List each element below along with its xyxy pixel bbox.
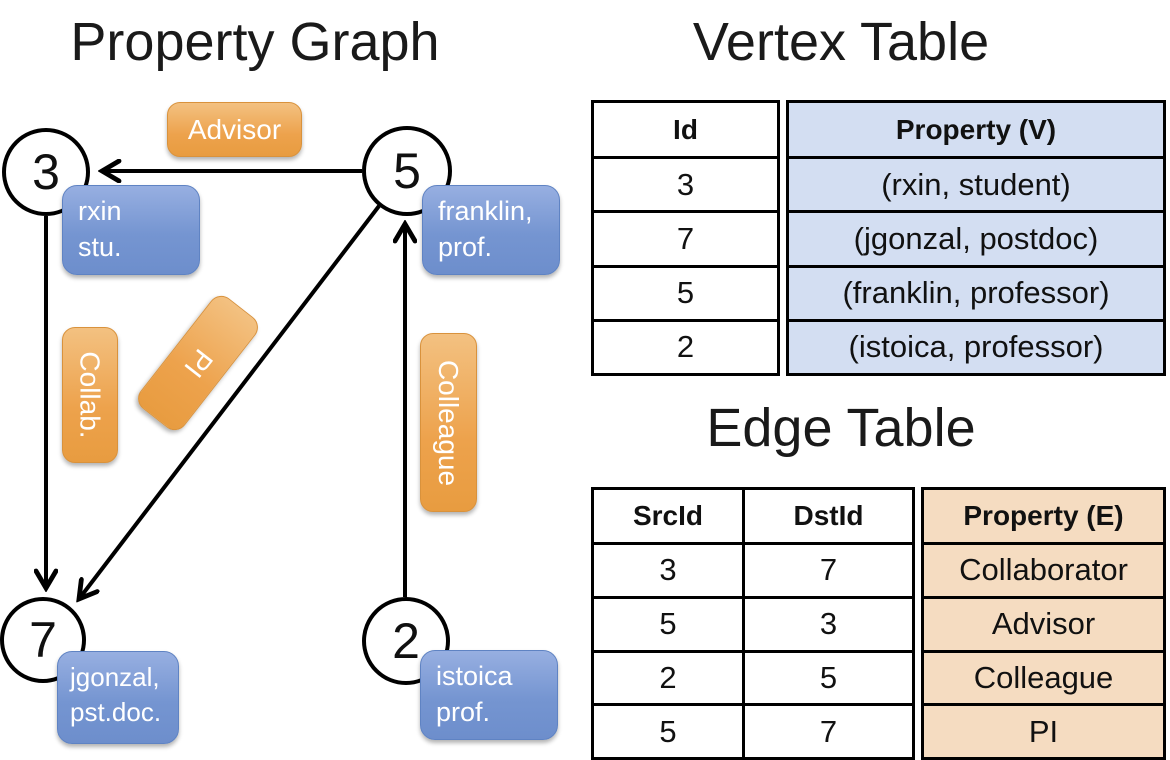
graph-node-5: 5 <box>362 126 452 216</box>
vertex-row-id: 2 <box>594 318 777 373</box>
vertex-row-property: (istoica, professor) <box>789 318 1163 373</box>
edge-row-property: Advisor <box>924 595 1163 650</box>
edge-row-dst: 7 <box>742 703 912 757</box>
vertex-row-property: (jgonzal, postdoc) <box>789 210 1163 265</box>
node-2-property-line2: prof. <box>436 696 491 727</box>
edge-row-dst: 7 <box>742 542 912 596</box>
node-7-id: 7 <box>29 612 57 668</box>
vertex-row-id: 5 <box>594 264 777 319</box>
vertex-table-title: Vertex Table <box>692 12 990 72</box>
graph-node-2: 2 <box>362 597 450 685</box>
edge-row-src: 3 <box>594 542 742 596</box>
edge-label-colleague: Colleague <box>420 333 477 512</box>
edge-row-dst: 3 <box>742 595 912 650</box>
vertex-table-id-column: Id 3 7 5 2 <box>591 100 780 376</box>
vertex-col-header-id: Id <box>673 113 698 145</box>
graph-edges-layer <box>0 0 585 760</box>
property-graph-title: Property Graph <box>70 12 440 72</box>
edge-label-advisor: Advisor <box>167 102 302 157</box>
vertex-col-header-property: Property (V) <box>789 103 1163 156</box>
node-5-property-line1: franklin, <box>438 196 533 226</box>
edge-row-property: Colleague <box>924 649 1163 704</box>
edge-row-src: 2 <box>594 649 742 704</box>
vertex-row-property: (franklin, professor) <box>789 264 1163 319</box>
node-7-property-box: jgonzal, pst.doc. <box>57 651 179 744</box>
node-3-property-line2: stu. <box>78 231 122 262</box>
edge-table-id-columns: SrcId DstId 3 7 5 3 2 5 5 7 <box>591 487 915 760</box>
edge-label-collab: Collab. <box>62 327 118 463</box>
edge-table-title: Edge Table <box>706 398 976 458</box>
node-2-id: 2 <box>392 613 420 669</box>
node-5-property-box: franklin, prof. <box>422 185 560 275</box>
edge-row-src: 5 <box>594 703 742 757</box>
edge-col-header-src: SrcId <box>632 500 704 531</box>
edge-line-pi-5-7 <box>79 204 381 599</box>
vertex-row-id: 3 <box>594 156 777 210</box>
edge-row-dst: 5 <box>742 649 912 704</box>
node-2-property-line1: istoica <box>436 661 513 691</box>
node-2-property-box: istoica prof. <box>420 650 558 740</box>
edge-label-collab-text: Collab. <box>75 351 107 439</box>
node-7-property-line2: pst.doc. <box>70 696 162 727</box>
edge-table-property-column: Property (E) Collaborator Advisor Collea… <box>921 487 1166 760</box>
edge-row-src: 5 <box>594 595 742 650</box>
node-3-property-box: rxin stu. <box>62 185 200 275</box>
edge-label-pi-text: PI <box>178 343 219 384</box>
vertex-table-property-column: Property (V) (rxin, student) (jgonzal, p… <box>786 100 1166 376</box>
edge-table: SrcId DstId 3 7 5 3 2 5 5 7 Property (E)… <box>591 487 1166 760</box>
edge-col-header-property: Property (E) <box>924 490 1163 542</box>
edge-row-property: PI <box>924 703 1163 757</box>
node-5-property-line2: prof. <box>438 231 493 262</box>
vertex-table: Id 3 7 5 2 Property (V) (rxin, student) … <box>591 100 1166 376</box>
edge-label-colleague-text: Colleague <box>433 359 465 486</box>
node-7-property-line1: jgonzal, <box>70 662 160 692</box>
edge-row-property: Collaborator <box>924 542 1163 596</box>
vertex-row-id: 7 <box>594 210 777 264</box>
edge-label-advisor-text: Advisor <box>187 113 282 145</box>
edge-col-header-dst: DstId <box>742 490 912 542</box>
vertex-row-property: (rxin, student) <box>789 156 1163 211</box>
node-3-property-line1: rxin <box>78 196 122 226</box>
node-3-id: 3 <box>32 144 60 200</box>
node-5-id: 5 <box>393 143 421 199</box>
